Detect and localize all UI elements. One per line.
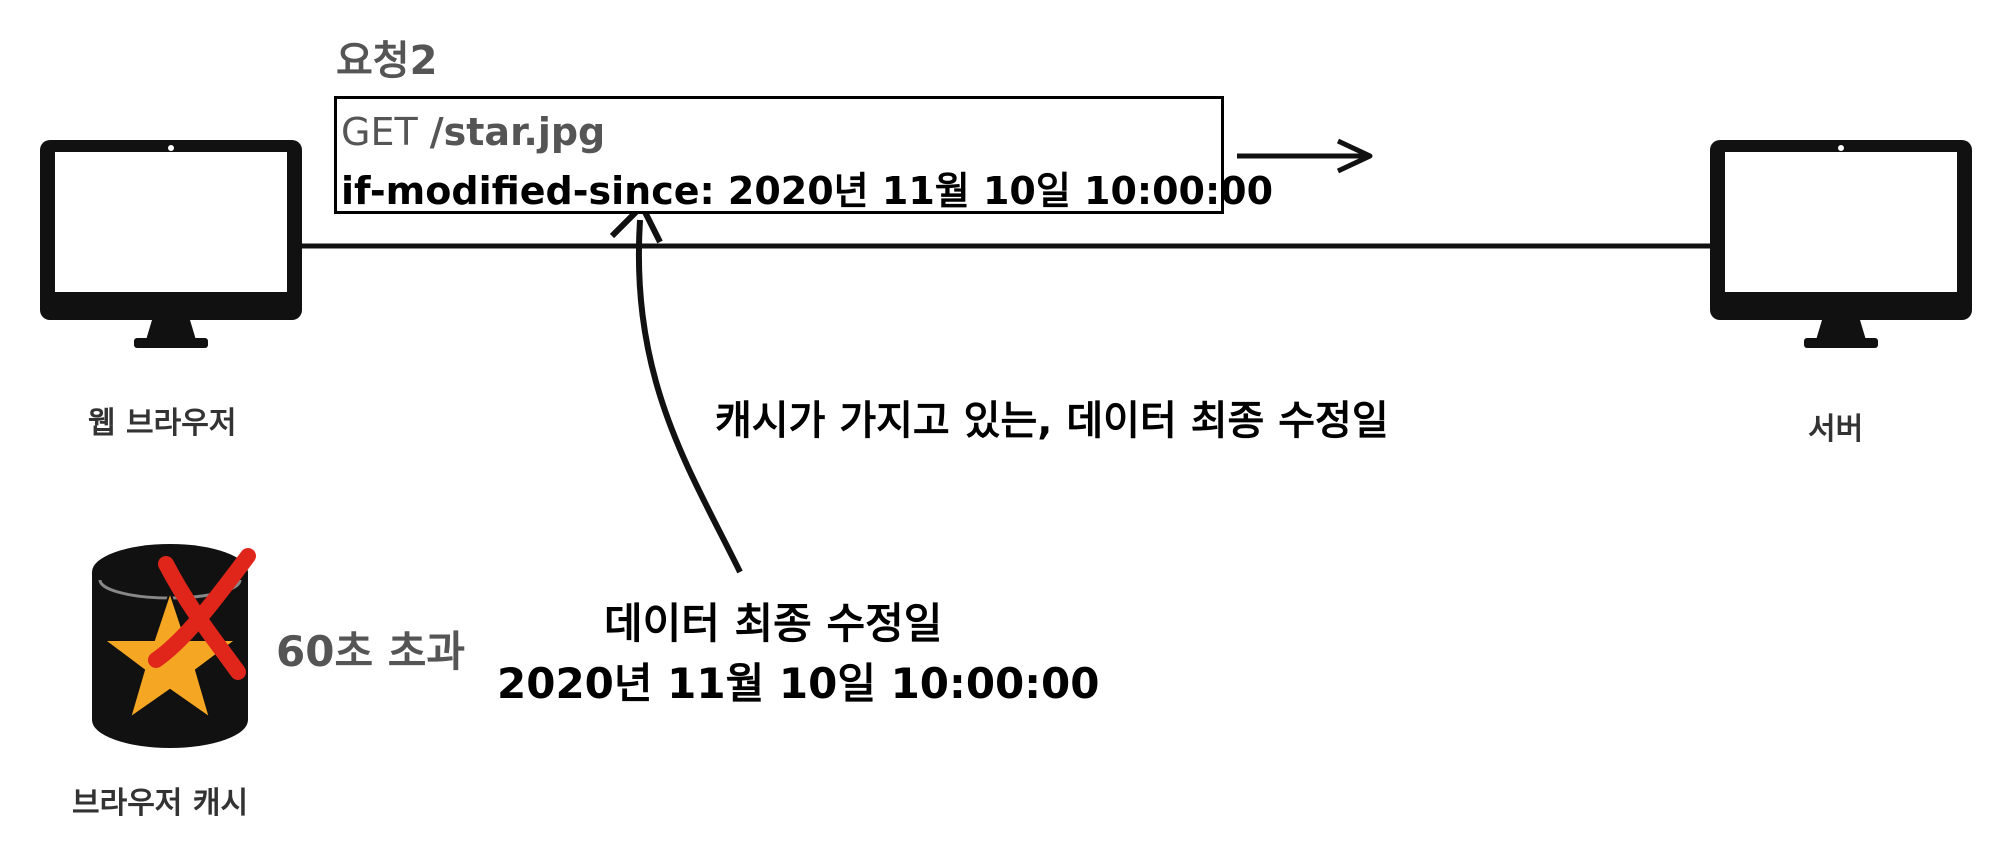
- request-message-box: [334, 96, 1224, 214]
- cache-expired-status: 60초 초과: [276, 627, 465, 676]
- request-method: GET: [341, 110, 418, 154]
- cache-label: 브라우저 캐시: [72, 786, 249, 821]
- if-modified-since-header: if-modified-since: 2020년 11월 10일 10:00:0…: [341, 169, 1274, 213]
- annotation-text: 캐시가 가지고 있는, 데이터 최종 수정일: [715, 398, 1389, 444]
- cache-entry-label: 데이터 최종 수정일: [604, 599, 943, 648]
- arrow-right-icon: [1237, 138, 1373, 174]
- browser-label: 웹 브라우저: [88, 406, 237, 441]
- red-x-icon: [148, 548, 256, 680]
- monitor-icon: [1710, 140, 1972, 348]
- connection-line: [299, 243, 1713, 250]
- request-path: /star.jpg: [429, 110, 606, 154]
- monitor-icon: [40, 140, 302, 348]
- server-label: 서버: [1808, 412, 1864, 447]
- cache-entry-date: 2020년 11월 10일 10:00:00: [497, 659, 1100, 708]
- request-line: GET /star.jpg: [341, 110, 605, 154]
- request-title: 요청2: [336, 38, 438, 84]
